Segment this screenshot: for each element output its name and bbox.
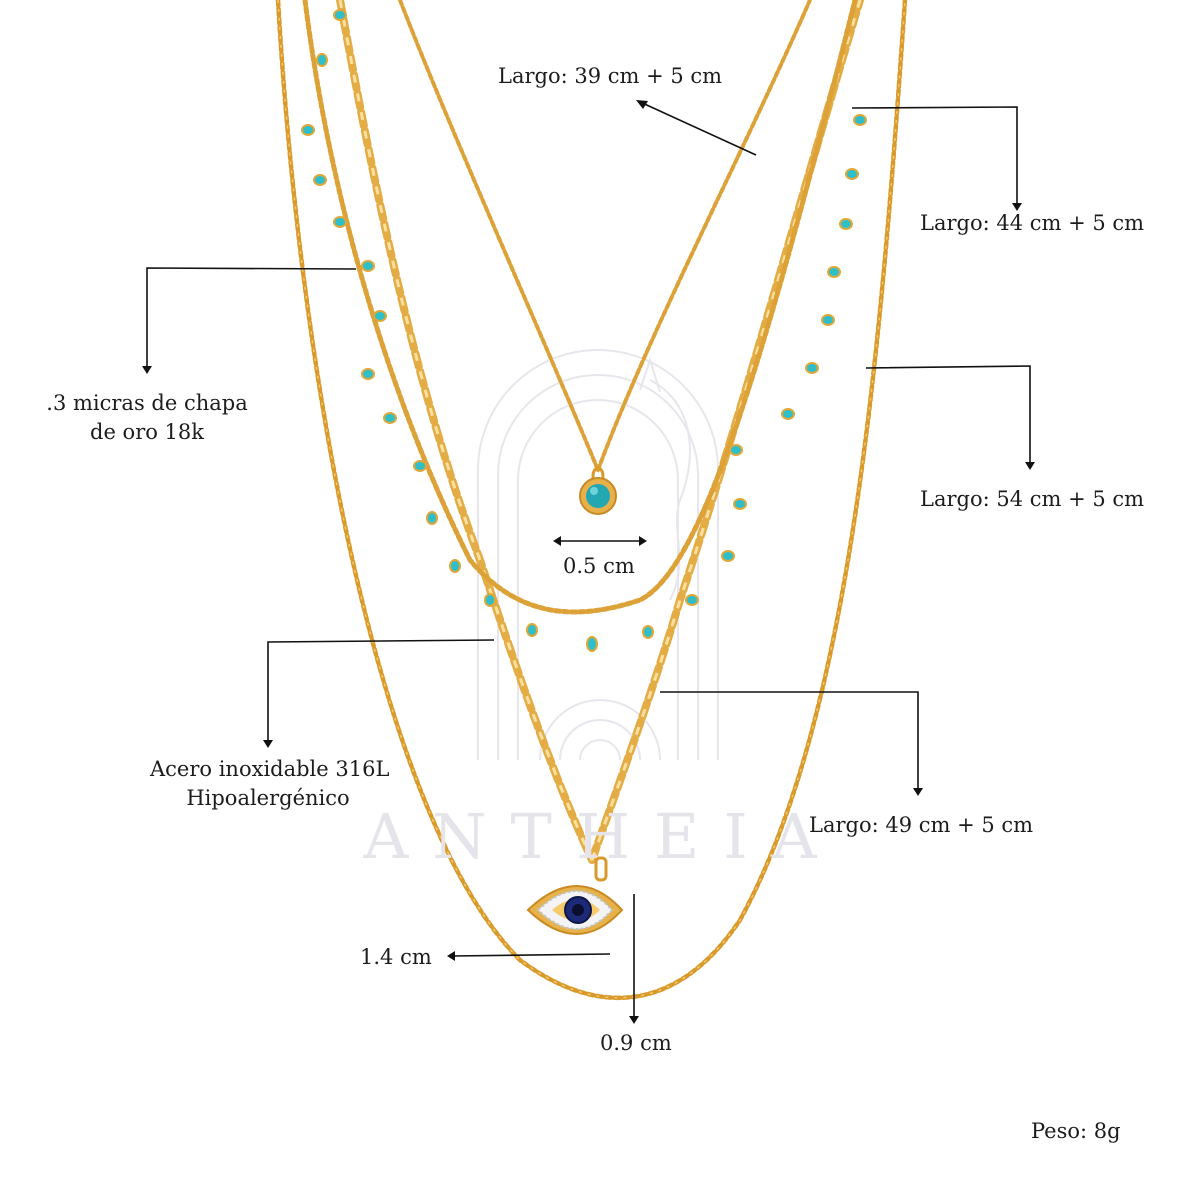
label-plating-line1: .3 micras de chapa — [46, 391, 248, 415]
round-turquoise-pendant — [579, 466, 617, 515]
label-pendant-width: 0.5 cm — [563, 554, 635, 578]
label-weight: Peso: 8g — [1031, 1119, 1121, 1143]
chain-49 — [336, 0, 864, 864]
label-length-39: Largo: 39 cm + 5 cm — [498, 64, 723, 88]
evil-eye-pendant — [526, 856, 624, 935]
chain-39 — [398, 0, 812, 472]
turquoise-beads — [301, 9, 867, 652]
label-plating: .3 micras de chapa de oro 18k — [36, 389, 258, 447]
watermark-text: ANTHEIA — [363, 800, 841, 873]
label-eye-width: 1.4 cm — [360, 945, 432, 969]
watermark-logo — [477, 349, 719, 761]
annotation-arrowheads — [142, 100, 1035, 1024]
chain-44 — [302, 0, 858, 615]
label-material-line1: Acero inoxidable 316L — [150, 757, 390, 781]
label-eye-height: 0.9 cm — [600, 1031, 672, 1055]
label-plating-line2: de oro 18k — [90, 420, 204, 444]
label-length-49: Largo: 49 cm + 5 cm — [809, 813, 1034, 837]
label-material-line2: Hipoalergénico — [186, 786, 350, 810]
label-material: Acero inoxidable 316L Hipoalergénico — [150, 755, 390, 813]
label-length-44: Largo: 44 cm + 5 cm — [920, 211, 1145, 235]
label-length-54: Largo: 54 cm + 5 cm — [920, 487, 1145, 511]
annotation-lines — [146, 100, 1031, 1018]
